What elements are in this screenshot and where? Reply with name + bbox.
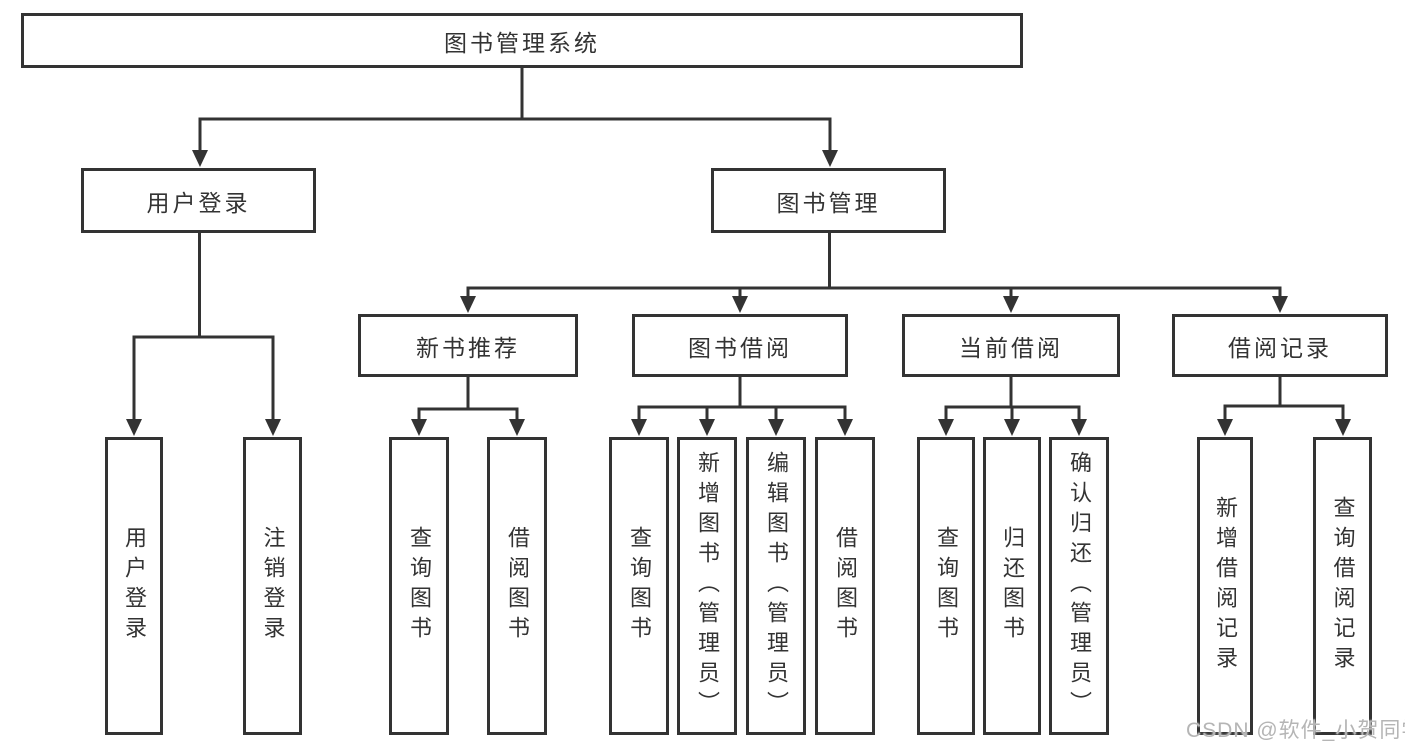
- node-book-borrow-label: 图书借阅: [688, 334, 792, 361]
- leaf-user-login-label: 用户登录: [122, 526, 147, 646]
- leaf-br-add-record-label: 新增借阅记录: [1213, 496, 1238, 676]
- node-user-login: 用户登录: [81, 168, 316, 233]
- leaf-nbr-borrow-book: 借阅图书: [487, 437, 547, 735]
- node-book-management-label: 图书管理: [776, 189, 881, 216]
- leaf-bb-add-book: 新增图书（管理员）: [677, 437, 737, 735]
- leaf-nbr-borrow-book-label: 借阅图书: [505, 526, 530, 646]
- node-user-login-label: 用户登录: [146, 189, 251, 216]
- leaf-user-login: 用户登录: [105, 437, 163, 735]
- leaf-bb-edit-book: 编辑图书（管理员）: [746, 437, 806, 735]
- node-book-borrow: 图书借阅: [632, 314, 848, 377]
- leaf-cb-confirm-return: 确认归还（管理员）: [1049, 437, 1109, 735]
- leaf-cb-return-book-label: 归还图书: [1000, 526, 1025, 646]
- leaf-br-query-record: 查询借阅记录: [1313, 437, 1372, 735]
- node-borrow-records-label: 借阅记录: [1228, 334, 1332, 361]
- leaf-cb-return-book: 归还图书: [983, 437, 1041, 735]
- leaf-bb-query-book-label: 查询图书: [627, 526, 652, 646]
- node-current-borrow-label: 当前借阅: [959, 334, 1063, 361]
- node-root: 图书管理系统: [21, 13, 1023, 68]
- leaf-logout-label: 注销登录: [260, 526, 286, 646]
- leaf-logout: 注销登录: [243, 437, 302, 735]
- csdn-watermark: CSDN @软件_小贺同学: [1186, 719, 1405, 742]
- leaf-bb-query-book: 查询图书: [609, 437, 669, 735]
- leaf-bb-borrow-book-label: 借阅图书: [833, 526, 858, 646]
- leaf-br-add-record: 新增借阅记录: [1197, 437, 1253, 735]
- leaf-bb-edit-book-label: 编辑图书（管理员）: [764, 451, 789, 721]
- node-root-label: 图书管理系统: [444, 29, 600, 56]
- node-new-book-recommend: 新书推荐: [358, 314, 578, 377]
- node-current-borrow: 当前借阅: [902, 314, 1120, 377]
- leaf-nbr-query-book-label: 查询图书: [407, 526, 432, 646]
- leaf-bb-borrow-book: 借阅图书: [815, 437, 875, 735]
- leaf-bb-add-book-label: 新增图书（管理员）: [695, 451, 720, 721]
- leaf-cb-confirm-return-label: 确认归还（管理员）: [1067, 451, 1092, 721]
- leaf-cb-query-book-label: 查询图书: [934, 526, 959, 646]
- leaf-nbr-query-book: 查询图书: [389, 437, 449, 735]
- node-book-management: 图书管理: [711, 168, 946, 233]
- node-borrow-records: 借阅记录: [1172, 314, 1388, 377]
- leaf-cb-query-book: 查询图书: [917, 437, 975, 735]
- leaf-br-query-record-label: 查询借阅记录: [1330, 496, 1356, 676]
- node-new-book-recommend-label: 新书推荐: [416, 334, 520, 361]
